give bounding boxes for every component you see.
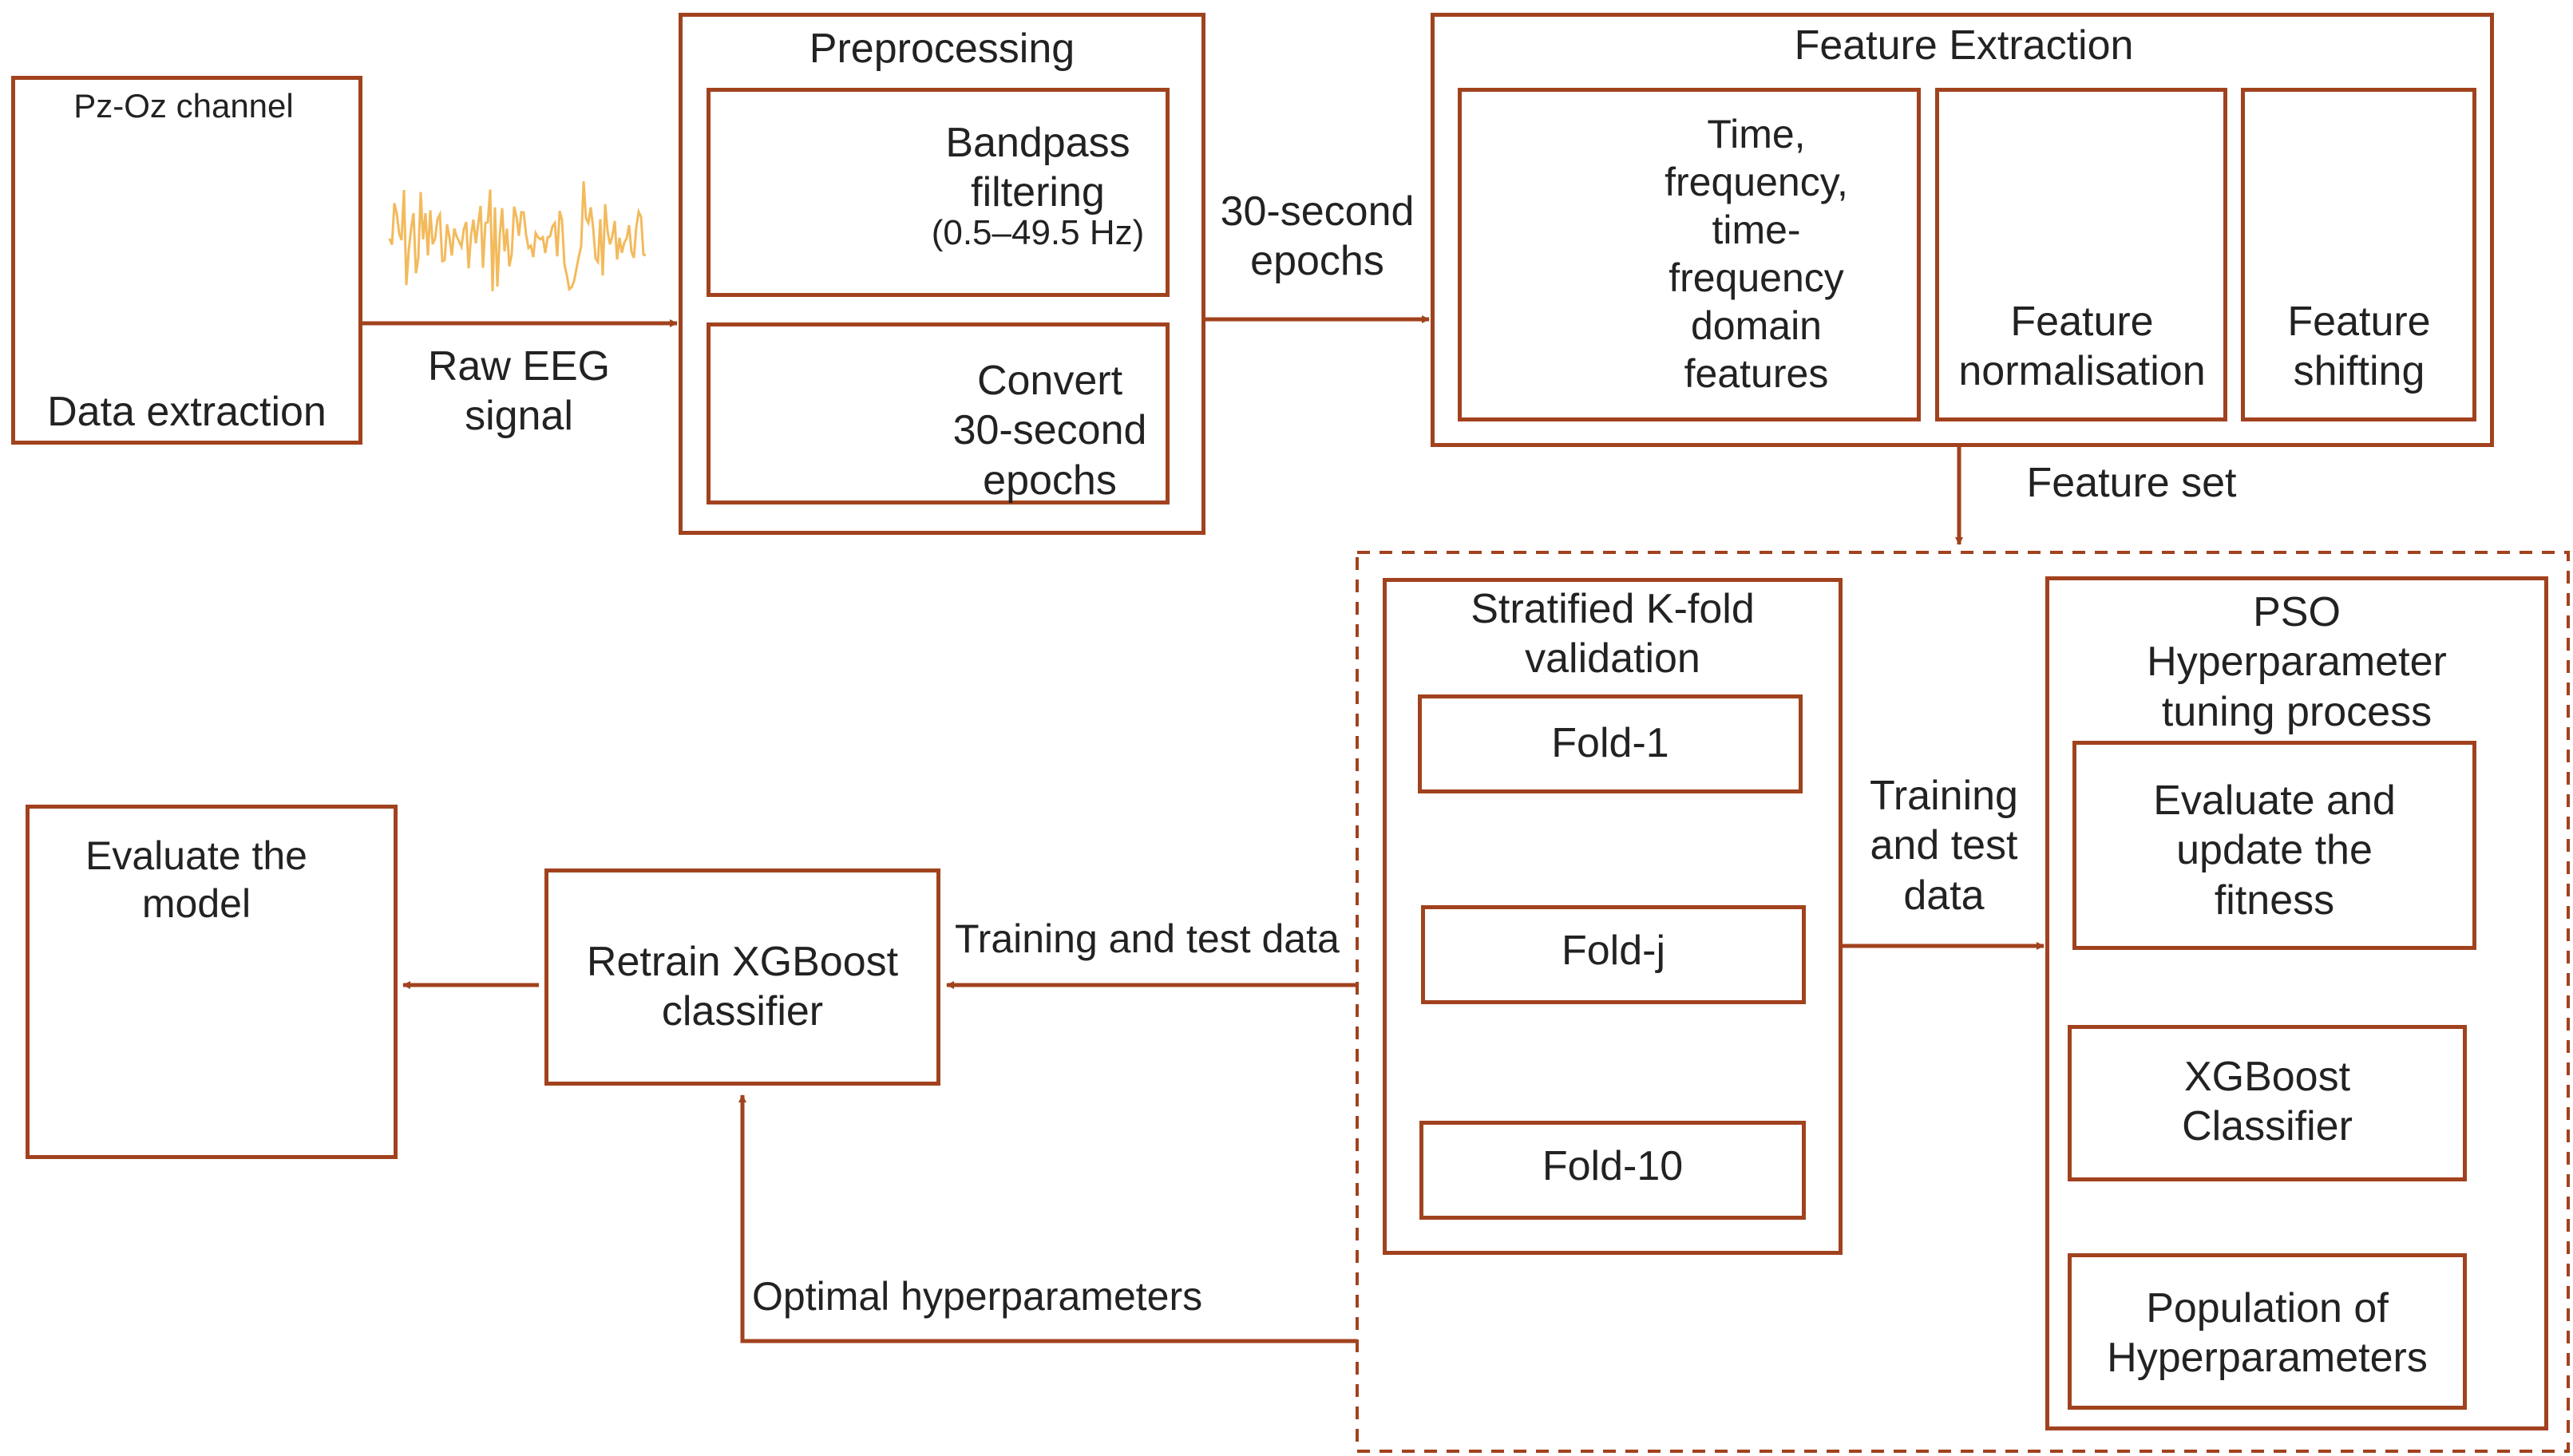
preprocessing-title: Preprocessing bbox=[809, 26, 1075, 72]
fold-1-box bbox=[1418, 694, 1803, 793]
raw-eeg-signal-wave bbox=[388, 180, 647, 292]
raw-eeg-label: Raw EEG signal bbox=[427, 343, 611, 440]
bandpass-range: (0.5–49.5 Hz) bbox=[931, 213, 1145, 252]
fold-j-label: Fold-j bbox=[1561, 928, 1666, 974]
feature-extraction-title: Feature Extraction bbox=[1794, 22, 2134, 69]
xgboost-classifier-box bbox=[2068, 1025, 2467, 1181]
channel-label: Pz-Oz channel bbox=[73, 87, 294, 125]
convert-label: Convert 30-second epochs bbox=[952, 358, 1147, 504]
evaluate-fitness-label: Evaluate and update the fitness bbox=[2153, 777, 2396, 924]
optimal-hyperparameters-label: Optimal hyperparameters bbox=[752, 1274, 1203, 1319]
fold-1-label: Fold-1 bbox=[1551, 720, 1669, 766]
data-extraction-box bbox=[11, 76, 362, 445]
evaluate-fitness-box bbox=[2072, 741, 2476, 950]
kfold-title: Stratified K-fold validation bbox=[1471, 586, 1755, 682]
convert-box bbox=[707, 322, 1170, 504]
shifting-label: Feature shifting bbox=[2287, 299, 2431, 395]
fold-10-box bbox=[1419, 1121, 1806, 1220]
tuning-dashed-container bbox=[1356, 551, 2570, 1453]
normalisation-box bbox=[1935, 88, 2227, 421]
evaluate-model-title: Evaluate the model bbox=[85, 833, 307, 926]
arrow-optimal-to-retrain bbox=[738, 1094, 1357, 1343]
population-label: Population of Hyperparameters bbox=[2107, 1285, 2428, 1382]
fold-10-label: Fold-10 bbox=[1542, 1143, 1684, 1189]
feature-set-label: Feature set bbox=[2026, 460, 2237, 506]
pso-title: PSO Hyperparameter tuning process bbox=[2147, 589, 2447, 735]
evaluate-model-box bbox=[26, 805, 398, 1159]
domain-features-label: Time, frequency, time- frequency domain … bbox=[1665, 112, 1848, 396]
train-test-label: Training and test data bbox=[1870, 773, 2018, 919]
retrain-box bbox=[544, 868, 940, 1086]
training-test-data-label: Training and test data bbox=[955, 916, 1340, 961]
population-box bbox=[2068, 1253, 2467, 1410]
bandpass-box bbox=[707, 88, 1170, 297]
fold-j-box bbox=[1421, 905, 1806, 1004]
shifting-box bbox=[2241, 88, 2476, 421]
xgboost-classifier-label: XGBoost Classifier bbox=[2182, 1054, 2353, 1150]
bandpass-label: Bandpass filtering bbox=[945, 120, 1130, 216]
retrain-label: Retrain XGBoost classifier bbox=[586, 939, 899, 1035]
data-extraction-title: Data extraction bbox=[47, 389, 327, 435]
epochs-label: 30-second epochs bbox=[1220, 188, 1415, 285]
normalisation-label: Feature normalisation bbox=[1958, 299, 2206, 395]
domain-features-box bbox=[1458, 88, 1921, 421]
